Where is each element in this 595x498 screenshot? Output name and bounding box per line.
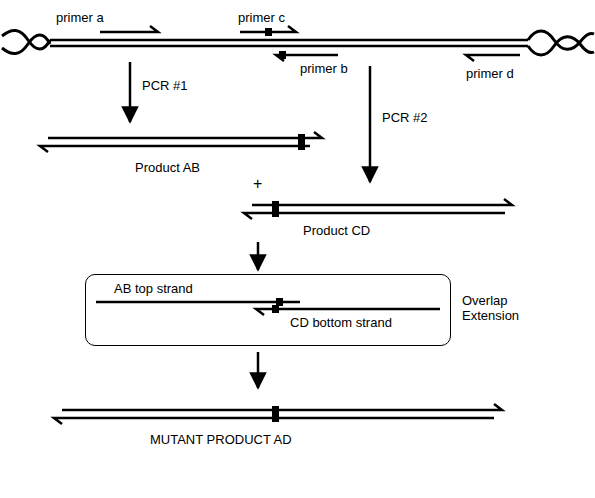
primer-label: primer b (300, 61, 348, 76)
product-label: PCR #2 (382, 110, 428, 125)
template-dna (2, 30, 594, 55)
product-cd-dna (244, 199, 512, 219)
box-heading: Overlap Extension (462, 293, 532, 323)
extension-arrow (257, 352, 260, 388)
primer-label: primer c (238, 10, 285, 25)
product-label: MUTANT PRODUCT AD (150, 432, 292, 447)
product-ab-dna (40, 132, 322, 152)
product-label: PCR #1 (142, 78, 188, 93)
product-label: Product AB (135, 160, 200, 175)
strand-label: CD bottom strand (290, 315, 392, 330)
primer-label: primer d (466, 66, 514, 81)
product-label: Product CD (303, 223, 370, 238)
strand-label: AB top strand (114, 281, 193, 296)
overlap-strands (96, 298, 440, 315)
pcr1-arrow (129, 62, 132, 122)
primer-arrows (100, 26, 520, 61)
pcr2-arrow (369, 66, 372, 182)
primer-label: primer a (56, 10, 104, 25)
overlap-box: AB top strandCD bottom strandOverlap Ext… (85, 274, 451, 346)
combine-arrow (257, 242, 260, 270)
mutant-product-dna (54, 404, 502, 424)
plus-sign: + (253, 176, 262, 191)
